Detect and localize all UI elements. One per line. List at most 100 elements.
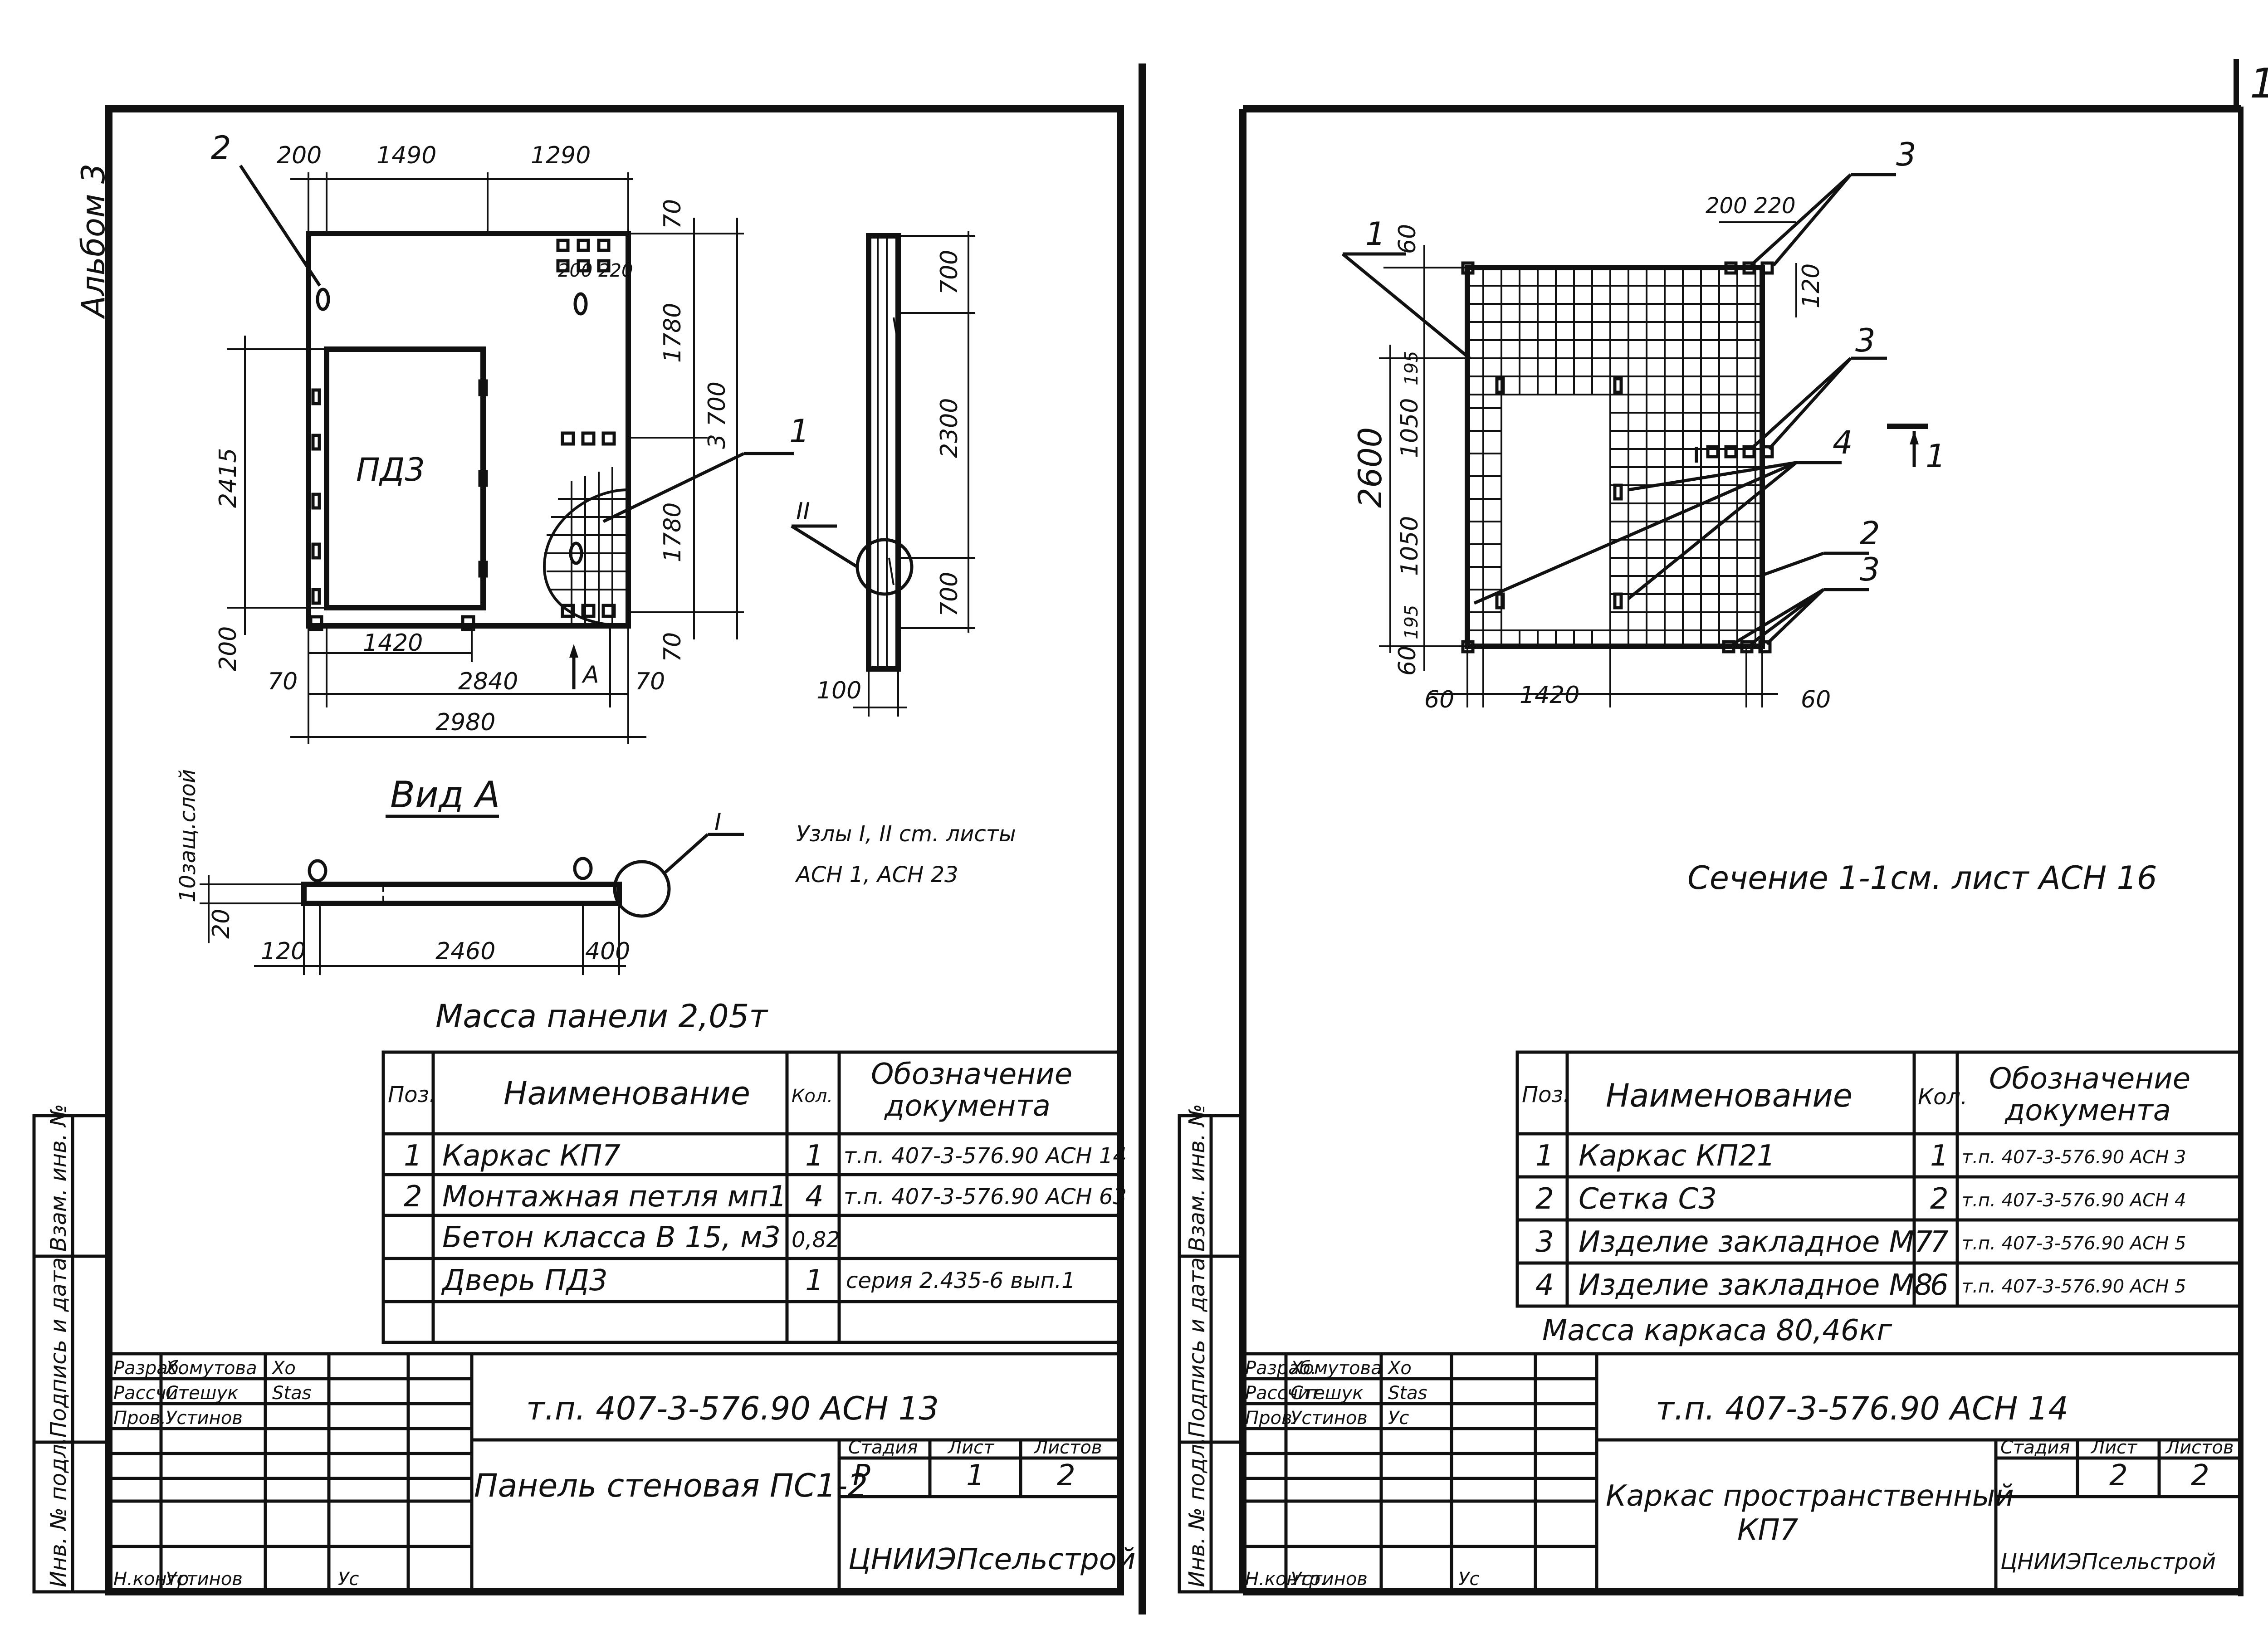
spec-header-pos: Поз.: [388, 1082, 436, 1107]
spec-row1-name: Каркас КП7: [442, 1139, 621, 1173]
view-a-title: Вид A: [390, 774, 500, 816]
view-a-panel: [301, 882, 622, 906]
tb-role-3: Пров.: [113, 1408, 166, 1429]
cage-dim-120: 120: [1798, 263, 1825, 308]
small-dim-200-220: 200 220: [558, 260, 633, 281]
top-dim-1490: 1490: [376, 142, 436, 169]
r-spec-row4-pos: 4: [1535, 1268, 1554, 1302]
bottom-dim-70-left: 70: [268, 668, 298, 695]
section-mark-label: 1: [1926, 438, 1946, 475]
r-tb-sheets: 2: [2191, 1459, 2209, 1493]
spec-row3-qty: 0,82: [792, 1227, 840, 1253]
side-dim-2300: 2300: [936, 398, 963, 458]
cage-dim-1050-top: 1050: [1396, 398, 1423, 458]
spec-row1-qty: 1: [805, 1139, 824, 1173]
r-tb-title-line2: КП7: [1737, 1513, 1799, 1547]
node-i-circle: [613, 860, 671, 918]
r-spec-row1-doc: т.п. 407-3-576.90 АСН 3: [1962, 1147, 2186, 1168]
right-dim-3700: 3 700: [704, 381, 731, 449]
r-side-stamp-replace: Взам. инв. №: [1184, 1104, 1210, 1252]
spec-row1-doc: т.п. 407-3-576.90 АСН 14: [844, 1143, 1127, 1169]
r-tb-title-line1: Каркас пространственный: [1606, 1479, 2014, 1513]
tb-role-6: Н.контр.: [113, 1569, 195, 1590]
tb-role-1: Разраб.: [113, 1358, 185, 1379]
r-tb-stage-label: Стадия: [2000, 1437, 2070, 1458]
view-a-loops: [308, 857, 593, 883]
side-stamp-replace: Взам. инв. №: [46, 1104, 71, 1252]
panel-mass: Масса панели 2,05т: [435, 998, 768, 1035]
top-dim-200: 200: [277, 142, 322, 169]
r-spec-header-doc1: Обозначение: [1989, 1062, 2190, 1096]
view-a-dim-400: 400: [585, 938, 630, 965]
spec-row4-qty: 1: [805, 1264, 824, 1297]
cage-dim-60-left: 60: [1424, 686, 1454, 713]
r-spec-header-pos: Поз.: [1522, 1082, 1570, 1107]
cage-dim-60-top: 60: [1394, 224, 1421, 254]
r-callout-3c: 3: [1860, 551, 1880, 588]
spec-row1-pos: 1: [404, 1139, 422, 1173]
r-spec-row2-name: Сетка С3: [1579, 1182, 1717, 1216]
tb-stage-label: Стадия: [848, 1437, 918, 1458]
spec-header-qty: Кол.: [792, 1086, 833, 1107]
right-dim-1780-top: 1780: [659, 303, 686, 363]
cage-dim-1050-bottom: 1050: [1396, 516, 1423, 576]
top-dimension-lines: [290, 172, 633, 234]
spec-header-name: Наименование: [503, 1075, 750, 1112]
r-tb-sign-6: Ус: [1458, 1569, 1479, 1590]
embedded-items: [309, 239, 616, 631]
r-tb-role-6: Н.контр.: [1245, 1569, 1326, 1590]
r-tb-name-1: Хомутова: [1290, 1358, 1382, 1379]
r-spec-header-name: Наименование: [1606, 1077, 1853, 1114]
r-spec-row4-qty: 6: [1930, 1268, 1949, 1302]
frame-mass: Масса каркаса 80,46кг: [1542, 1314, 1892, 1347]
left-dim-200: 200: [215, 626, 242, 671]
cage-dim-60-right: 60: [1801, 686, 1831, 713]
spec-row2-name: Монтажная петля мп1: [442, 1180, 787, 1214]
callout-2: 2: [211, 129, 231, 166]
protect-layer-label: 10защ.слой: [175, 769, 200, 902]
r-spec-header-doc2: документа: [2004, 1094, 2171, 1127]
tb-sheet: 1: [966, 1459, 985, 1493]
right-dimension-lines: [628, 218, 744, 639]
r-spec-row4-doc: т.п. 407-3-576.90 АСН 5: [1962, 1276, 2186, 1297]
left-dimension-lines: [227, 336, 327, 635]
callout-1: 1: [789, 413, 810, 450]
r-side-stamp-inv: Инв. № подл.: [1184, 1437, 1210, 1587]
view-a-arrow-label: A: [582, 661, 599, 688]
view-a-dim-120: 120: [261, 938, 306, 965]
tb-stage: Р: [853, 1459, 870, 1493]
side-dim-700-top: 700: [936, 250, 963, 295]
side-view-dimension-lines: [853, 231, 975, 717]
side-dim-100: 100: [816, 677, 861, 704]
r-tb-sheet: 2: [2109, 1459, 2128, 1493]
panel-outline: [306, 231, 631, 629]
spec-row2-doc: т.п. 407-3-576.90 АСН 63: [844, 1184, 1127, 1210]
tb-sign-6: Ус: [338, 1569, 359, 1590]
right-dim-1780-bottom: 1780: [659, 502, 686, 562]
left-dim-2415: 2415: [215, 448, 242, 508]
view-a-dimension-lines: [200, 875, 626, 975]
bottom-dim-1420: 1420: [363, 629, 423, 657]
left-spec-table-grid: [381, 1050, 1122, 1344]
right-sheet: Инв. № подл. Подпись и дата Взам. инв. №…: [1178, 105, 2243, 1595]
r-spec-row4-name: Изделие закладное М8: [1579, 1268, 1933, 1302]
tb-org: ЦНИИЭПсельстрой: [848, 1543, 1135, 1576]
bottom-dim-2840: 2840: [458, 668, 518, 695]
door-opening: [324, 346, 486, 610]
door-label: ПД3: [356, 451, 425, 488]
node-i-label: I: [714, 809, 721, 836]
r-tb-name-6: Устинов: [1290, 1569, 1368, 1590]
r-callout-3b: 3: [1855, 322, 1876, 359]
left-sheet: Инв. № подл. Подпись и дата Взам. инв. №…: [32, 105, 1135, 1595]
tb-name-1: Хомутова: [165, 1358, 257, 1379]
bottom-dim-70-right: 70: [635, 668, 665, 695]
r-tb-name-3: Устинов: [1290, 1408, 1368, 1429]
right-spec-table-grid: [1515, 1050, 2243, 1308]
cage-embedded-items: [1461, 261, 1774, 654]
section-note: Сечение 1-1см. лист АСН 16: [1687, 859, 2157, 897]
top-dim-1290: 1290: [531, 142, 591, 169]
r-spec-row2-qty: 2: [1930, 1182, 1949, 1216]
spec-row3-name: Бетон класса В 15, м3: [442, 1221, 781, 1254]
tb-sign-2: Stas: [272, 1383, 311, 1404]
